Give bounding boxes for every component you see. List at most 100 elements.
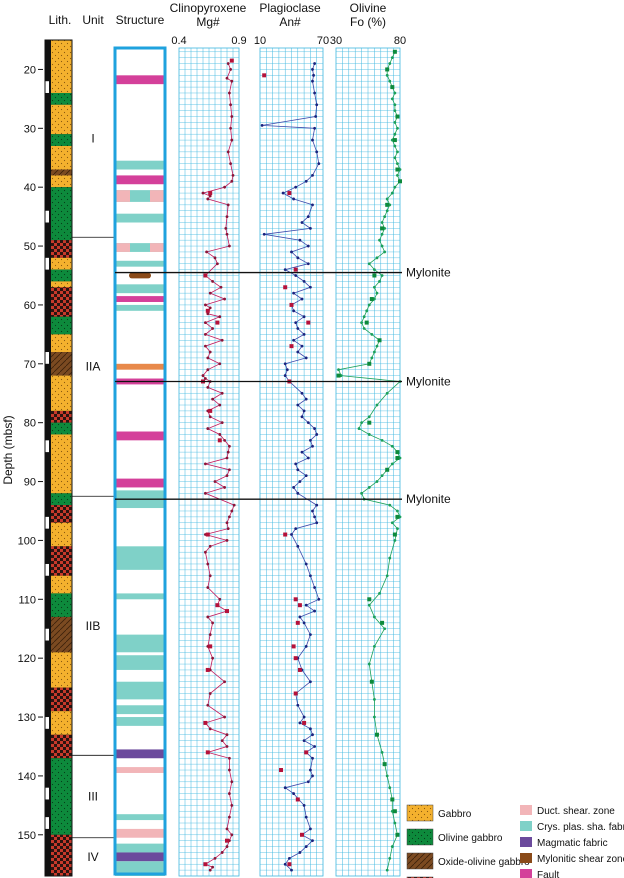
data-point-cpx — [208, 306, 212, 310]
data-square-cpx — [205, 750, 210, 755]
data-point-plag — [290, 868, 293, 872]
data-point-plag — [294, 321, 298, 324]
structure-interval — [115, 243, 130, 252]
data-square-plag — [283, 532, 288, 537]
data-point-cpx — [225, 232, 229, 236]
structure-interval — [115, 160, 165, 170]
data-point-ol — [380, 232, 384, 236]
header-ol-line1: Olivine — [350, 1, 387, 15]
data-point-cpx — [229, 68, 233, 71]
data-square-cpx — [203, 720, 208, 725]
data-point-ol — [362, 327, 366, 330]
data-point-ol — [373, 350, 376, 354]
data-square-plag — [262, 73, 267, 78]
data-point-ol — [390, 444, 394, 448]
data-square-ol — [380, 620, 385, 625]
data-square-ol — [390, 797, 395, 802]
lith-interval — [51, 711, 72, 735]
data-point-cpx — [206, 615, 210, 619]
core-recovery-gap — [45, 628, 49, 641]
data-point-plag — [304, 603, 308, 607]
data-point-plag — [311, 444, 314, 448]
data-point-ol — [385, 209, 389, 213]
data-point-ol — [390, 191, 394, 195]
data-point-ol — [385, 197, 389, 201]
data-square-cpx — [205, 532, 210, 537]
data-point-plag — [309, 438, 312, 442]
lith-interval — [51, 687, 72, 712]
data-point-cpx — [208, 727, 212, 731]
structure-interval — [115, 852, 165, 862]
data-point-plag — [311, 733, 314, 737]
structure-interval — [115, 363, 165, 370]
data-point-plag — [314, 115, 318, 118]
lith-interval — [51, 375, 72, 411]
data-point-plag — [311, 203, 314, 207]
data-point-plag — [313, 427, 316, 430]
data-square-plag — [291, 644, 296, 649]
data-point-cpx — [223, 486, 227, 489]
data-point-plag — [302, 315, 306, 319]
data-square-plag — [279, 768, 283, 773]
data-point-cpx — [219, 285, 223, 289]
data-point-plag — [302, 715, 306, 719]
data-point-plag — [304, 474, 308, 478]
data-square-ol — [395, 456, 400, 460]
data-point-cpx — [230, 115, 234, 118]
data-point-cpx — [220, 421, 224, 425]
data-point-plag — [298, 615, 302, 619]
data-point-plag — [304, 179, 308, 183]
mylonite-label: Mylonite — [406, 374, 451, 388]
data-square-ol — [398, 179, 402, 184]
data-point-cpx — [230, 179, 234, 183]
data-point-cpx — [206, 197, 210, 201]
data-point-ol — [360, 321, 363, 324]
lith-interval — [51, 575, 72, 594]
core-recovery-gap — [45, 257, 49, 270]
data-square-ol — [369, 297, 374, 302]
data-square-cpx — [203, 273, 208, 278]
data-point-cpx — [206, 586, 210, 589]
data-point-ol — [378, 592, 381, 595]
data-point-ol — [383, 215, 387, 219]
data-point-plag — [313, 515, 316, 519]
data-point-cpx — [225, 733, 229, 737]
legend-label: Oxide-olivine gabbro — [438, 857, 530, 868]
data-point-plag — [298, 238, 302, 242]
data-point-cpx — [220, 739, 224, 742]
data-point-plag — [294, 462, 298, 466]
data-point-plag — [315, 150, 319, 154]
structure-column — [113, 46, 167, 876]
data-square-ol — [392, 138, 397, 143]
data-point-plag — [311, 68, 314, 71]
header-lith: Lith. — [49, 13, 72, 27]
y-tick-label: 70 — [24, 359, 36, 371]
lith-interval — [51, 410, 72, 423]
data-square-plag — [293, 597, 298, 602]
data-point-ol — [380, 244, 384, 248]
data-point-ol — [380, 474, 384, 478]
header-cpx-line2: Mg# — [196, 15, 220, 29]
y-tick-label: 130 — [18, 712, 36, 724]
data-point-ol — [378, 279, 381, 283]
data-square-plag — [297, 667, 302, 672]
data-square-ol — [390, 85, 395, 90]
data-point-plag — [262, 232, 266, 236]
data-point-ol — [383, 627, 387, 631]
data-point-cpx — [225, 827, 229, 831]
data-point-cpx — [223, 680, 227, 684]
data-square-plag — [289, 344, 294, 349]
x-tick-label: 70 — [317, 35, 329, 47]
data-point-cpx — [204, 377, 207, 380]
lith-interval — [51, 269, 72, 282]
data-point-ol — [378, 238, 381, 242]
data-point-cpx — [228, 468, 231, 472]
core-recovery-gap — [45, 352, 49, 364]
lith-interval — [51, 287, 72, 317]
data-square-ol — [392, 49, 397, 54]
structure-interval — [115, 861, 165, 876]
core-recovery-gap — [45, 440, 49, 453]
